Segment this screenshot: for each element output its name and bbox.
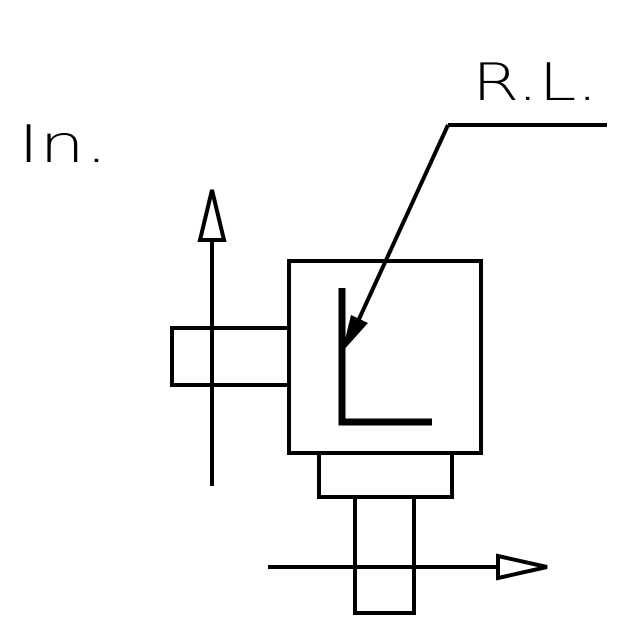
left-hand-symbol bbox=[338, 288, 432, 426]
input-label: In. bbox=[18, 115, 108, 175]
output-rotation-arrowhead bbox=[496, 553, 548, 581]
output-flange bbox=[317, 451, 454, 499]
output-shaft bbox=[353, 495, 416, 615]
rotation-leader-arrowhead bbox=[342, 315, 368, 352]
rotation-label: R.L. bbox=[472, 53, 598, 113]
input-shaft bbox=[170, 326, 291, 387]
rotation-leader-line bbox=[352, 123, 607, 331]
input-rotation-arrowhead bbox=[197, 189, 227, 242]
